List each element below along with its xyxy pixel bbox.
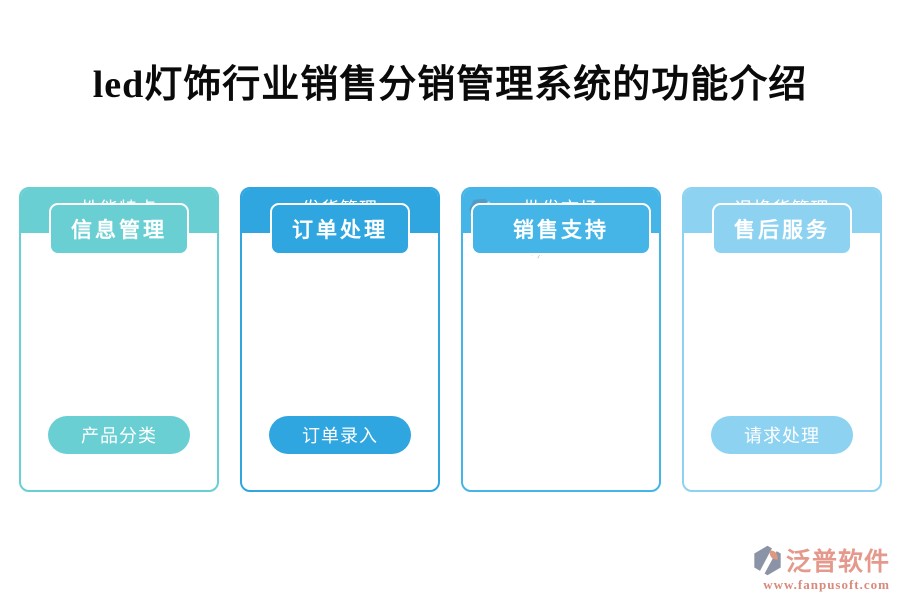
card-sales-support: 泛普软件 FANPU SOFT 销售支持 线上商城 实体门店 批发市场 [461,187,661,492]
feature-columns: 信息管理 产品分类 规格参数 性能特点 订单处理 订单录入 状态跟踪 发货管理 … [19,187,882,492]
footer-website: www.fanpusoft.com [763,577,890,592]
card-information-management: 信息管理 产品分类 规格参数 性能特点 [19,187,219,492]
card-header: 售后服务 [712,203,852,255]
fanpu-logo-icon [754,545,781,575]
feature-item: 订单录入 [269,416,411,454]
page-title: led灯饰行业销售分销管理系统的功能介绍 [92,64,808,106]
feature-item: 请求处理 [711,416,853,454]
card-header-label: 销售支持 [513,218,609,242]
card-after-sales-service: 售后服务 请求处理 维修记录 退换货管理 [682,187,882,492]
feature-item: 产品分类 [48,416,190,454]
card-header-label: 订单处理 [292,218,388,242]
card-header: 信息管理 [49,203,189,255]
card-header-label: 售后服务 [734,218,830,242]
card-header: 订单处理 [270,203,410,255]
card-header: 销售支持 [471,203,651,255]
fanpu-footer-logo: 泛普软件 www.fanpusoft.com [752,542,890,593]
card-order-processing: 订单处理 订单录入 状态跟踪 发货管理 [240,187,440,492]
footer-brand-name: 泛普软件 [785,549,890,576]
card-header-label: 信息管理 [71,218,167,242]
